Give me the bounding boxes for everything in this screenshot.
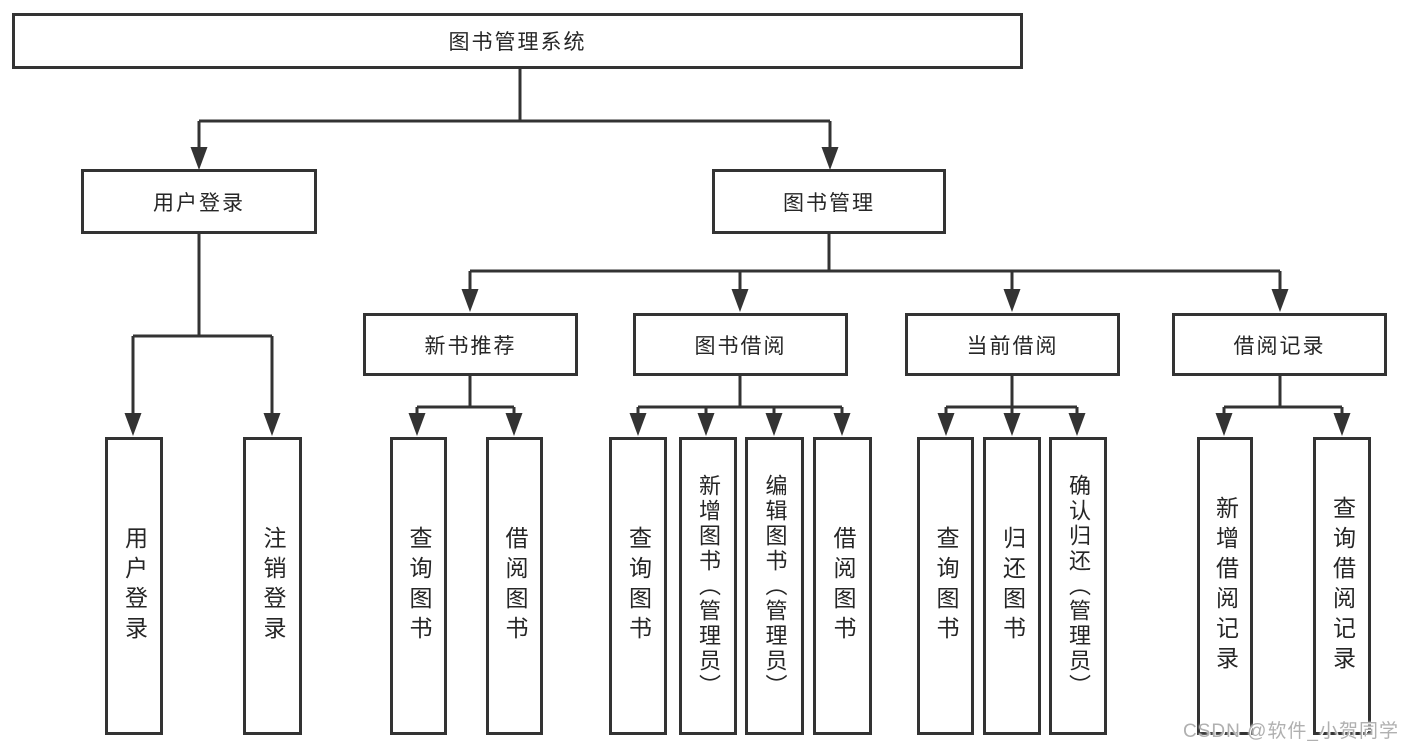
node-borrow-records-label: 借阅记录 — [1233, 334, 1326, 358]
node-bb-add-books-label: 新增图书（管理员） — [696, 473, 721, 699]
connector-root-to-level2 — [197, 68, 832, 150]
node-current-borrow-label: 当前借阅 — [966, 334, 1059, 358]
node-bb-borrow-books: 借阅图书 — [813, 437, 872, 735]
connector-records-to-leaves — [1222, 376, 1344, 418]
node-bb-query-books: 查询图书 — [609, 437, 667, 735]
node-cb-query-books: 查询图书 — [917, 437, 974, 735]
node-rec-borrow-books-label: 借阅图书 — [502, 526, 528, 646]
node-user-login-group: 用户登录 — [81, 169, 317, 234]
node-user-login: 用户登录 — [105, 437, 163, 735]
connector-recommend-to-leaves — [415, 376, 516, 418]
node-book-management-label: 图书管理 — [783, 191, 875, 215]
node-br-query-record-label: 查询借阅记录 — [1329, 496, 1356, 676]
node-cb-confirm-return-label: 确认归还（管理员） — [1066, 473, 1091, 699]
node-root: 图书管理系统 — [12, 13, 1023, 69]
node-bb-edit-books-label: 编辑图书（管理员） — [762, 473, 788, 699]
node-borrow-records: 借阅记录 — [1172, 313, 1387, 376]
connector-current-to-leaves — [944, 376, 1079, 418]
node-bb-query-books-label: 查询图书 — [625, 526, 652, 646]
node-rec-query-books-label: 查询图书 — [406, 526, 432, 646]
node-root-label: 图书管理系统 — [448, 31, 587, 54]
node-br-query-record: 查询借阅记录 — [1313, 437, 1371, 735]
node-bb-edit-books: 编辑图书（管理员） — [745, 437, 804, 735]
watermark: CSDN @软件_小贺同学 — [1183, 721, 1399, 742]
node-new-book-recommend: 新书推荐 — [363, 313, 578, 376]
node-br-add-record: 新增借阅记录 — [1197, 437, 1253, 735]
node-book-borrow-label: 图书借阅 — [694, 334, 787, 358]
node-br-add-record-label: 新增借阅记录 — [1212, 496, 1239, 676]
connector-bookmgmt-to-level3 — [468, 234, 1282, 293]
node-bb-add-books: 新增图书（管理员） — [679, 437, 737, 735]
node-cb-return-books: 归还图书 — [983, 437, 1041, 735]
node-rec-borrow-books: 借阅图书 — [486, 437, 543, 735]
node-book-borrow: 图书借阅 — [633, 313, 848, 376]
node-current-borrow: 当前借阅 — [905, 313, 1120, 376]
connector-borrow-to-leaves — [636, 376, 844, 418]
node-logout-label: 注销登录 — [260, 526, 286, 646]
node-cb-confirm-return: 确认归还（管理员） — [1049, 437, 1107, 735]
node-user-login-group-label: 用户登录 — [153, 191, 245, 215]
connector-userlogin-to-leaves — [131, 233, 274, 416]
arrowheads — [124, 147, 1351, 436]
node-book-management: 图书管理 — [712, 169, 946, 234]
node-rec-query-books: 查询图书 — [390, 437, 447, 735]
node-cb-query-books-label: 查询图书 — [933, 526, 959, 646]
node-new-book-recommend-label: 新书推荐 — [424, 334, 517, 358]
node-cb-return-books-label: 归还图书 — [999, 526, 1026, 646]
node-bb-borrow-books-label: 借阅图书 — [830, 526, 856, 646]
node-user-login-label: 用户登录 — [121, 526, 148, 646]
node-logout: 注销登录 — [243, 437, 302, 735]
